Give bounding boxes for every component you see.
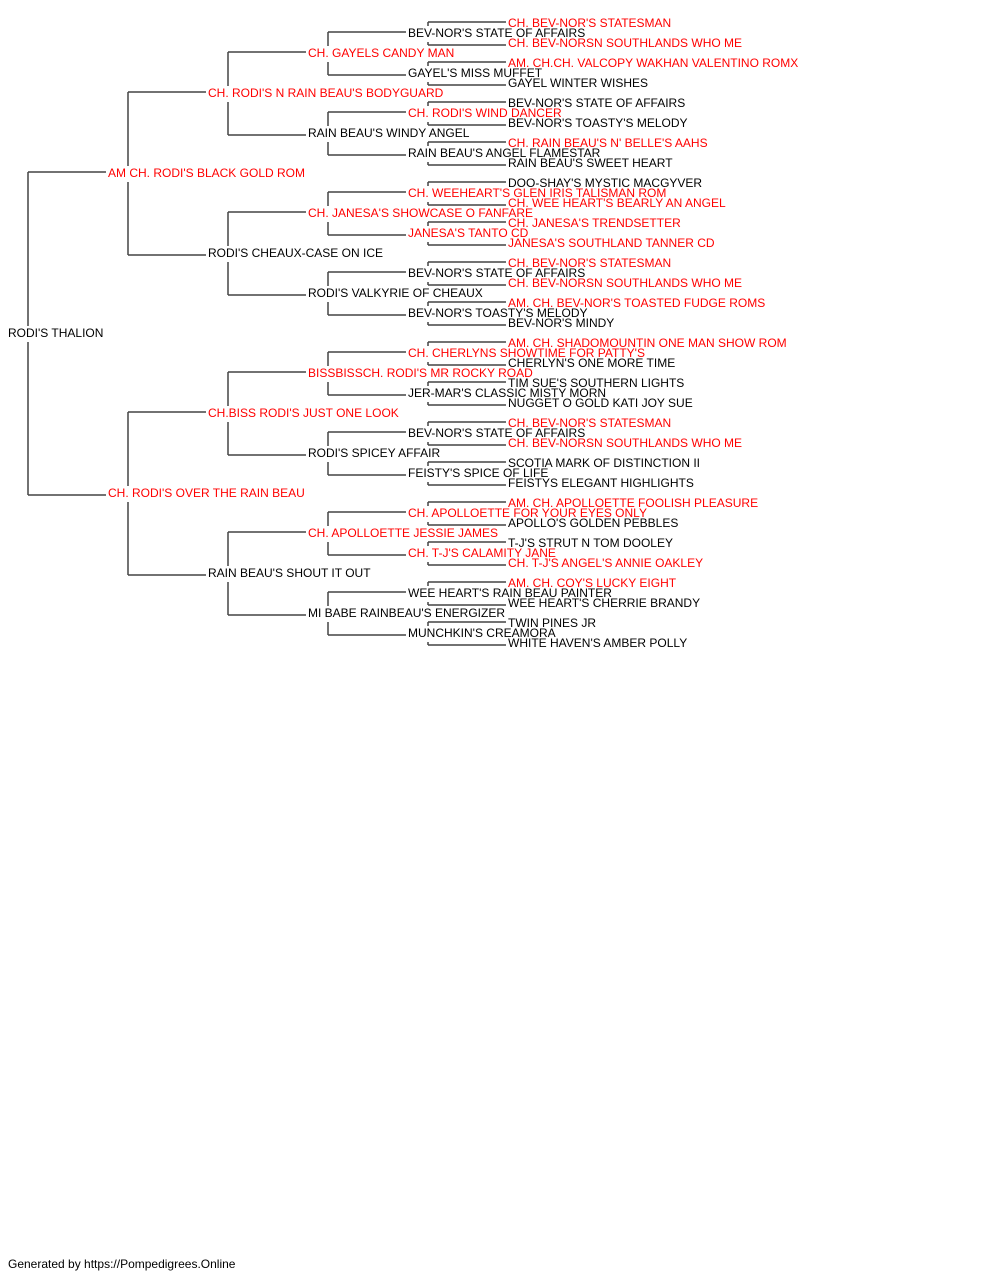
ancestor-name-gen5: CH. BEV-NORSN SOUTHLANDS WHO ME <box>508 276 742 290</box>
ancestor-name-gen3: MI BABE RAINBEAU'S ENERGIZER <box>308 606 505 620</box>
ancestor-name-gen5: CH. T-J'S ANGEL'S ANNIE OAKLEY <box>508 556 703 570</box>
ancestor-name-gen5: CH. JANESA'S TRENDSETTER <box>508 216 681 230</box>
ancestor-name-gen5: TWIN PINES JR <box>508 616 596 630</box>
ancestor-name-gen3: CH. APOLLOETTE JESSIE JAMES <box>308 526 498 540</box>
ancestor-name-gen5: AM. CH. BEV-NOR'S TOASTED FUDGE ROMS <box>508 296 765 310</box>
ancestor-name-gen5: AM. CH. SHADOMOUNTIN ONE MAN SHOW ROM <box>508 336 787 350</box>
ancestor-name-gen5: JANESA'S SOUTHLAND TANNER CD <box>508 236 715 250</box>
ancestor-name-gen4: WEE HEART'S RAIN BEAU PAINTER <box>408 586 612 600</box>
ancestor-name-gen2: CH. RODI'S N RAIN BEAU'S BODYGUARD <box>208 86 444 100</box>
ancestor-name-gen4: FEISTY'S SPICE OF LIFE <box>408 466 548 480</box>
ancestor-name-gen4: CH. RODI'S WIND DANCER <box>408 106 562 120</box>
ancestor-name-gen4: GAYEL'S MISS MUFFET <box>408 66 543 80</box>
pedigree-connectors <box>27 21 506 646</box>
pedigree-labels: RODI'S THALION AM CH. RODI'S BLACK GOLD R… <box>8 16 798 650</box>
ancestor-name-gen4: RAIN BEAU'S ANGEL FLAMESTAR <box>408 146 601 160</box>
ancestor-name-gen5: CH. BEV-NOR'S STATESMAN <box>508 416 671 430</box>
ancestor-name-gen3: RODI'S VALKYRIE OF CHEAUX <box>308 286 483 300</box>
ancestor-name-gen5: AM. CH.CH. VALCOPY WAKHAN VALENTINO ROMX <box>508 56 798 70</box>
ancestor-name-gen2: CH.BISS RODI'S JUST ONE LOOK <box>208 406 399 420</box>
ancestor-name-gen4: JANESA'S TANTO CD <box>408 226 529 240</box>
ancestor-name-gen4: BEV-NOR'S TOASTY'S MELODY <box>408 306 588 320</box>
ancestor-name-gen5: BEV-NOR'S TOASTY'S MELODY <box>508 116 688 130</box>
ancestor-name-gen5: NUGGET O GOLD KATI JOY SUE <box>508 396 693 410</box>
ancestor-name-gen3: RAIN BEAU'S WINDY ANGEL <box>308 126 470 140</box>
ancestor-name-gen4: CH. APOLLOETTE FOR YOUR EYES ONLY <box>408 506 647 520</box>
ancestor-name-gen2: RAIN BEAU'S SHOUT IT OUT <box>208 566 371 580</box>
ancestor-name-gen5: DOO-SHAY'S MYSTIC MACGYVER <box>508 176 702 190</box>
ancestor-name-gen5: AM. CH. APOLLOETTE FOOLISH PLEASURE <box>508 496 758 510</box>
ancestor-name-gen5: CH. RAIN BEAU'S N' BELLE'S AAHS <box>508 136 708 150</box>
generated-by-footer: Generated by https://Pompedigrees.Online <box>8 1257 236 1271</box>
ancestor-name-gen4: CH. CHERLYNS SHOWTIME FOR PATTY'S <box>408 346 645 360</box>
ancestor-name-gen5: WEE HEART'S CHERRIE BRANDY <box>508 596 700 610</box>
ancestor-name-gen5: AM. CH. COY'S LUCKY EIGHT <box>508 576 677 590</box>
ancestor-name-gen5: T-J'S STRUT N TOM DOOLEY <box>508 536 673 550</box>
ancestor-name-gen4: CH. T-J'S CALAMITY JANE <box>408 546 556 560</box>
ancestor-name-gen3: BISSBISSCH. RODI'S MR ROCKY ROAD <box>308 366 533 380</box>
ancestor-name-gen4: MUNCHKIN'S CREAMORA <box>408 626 556 640</box>
ancestor-name-gen5: BEV-NOR'S STATE OF AFFAIRS <box>508 96 685 110</box>
subject-dog-name: RODI'S THALION <box>8 326 103 340</box>
ancestor-name-gen4: CH. WEEHEART'S GLEN IRIS TALISMAN ROM <box>408 186 666 200</box>
ancestor-name-gen5: RAIN BEAU'S SWEET HEART <box>508 156 673 170</box>
ancestor-name-gen5: GAYEL WINTER WISHES <box>508 76 648 90</box>
ancestor-name-gen5: FEISTYS ELEGANT HIGHLIGHTS <box>508 476 694 490</box>
ancestor-name-gen5: CH. WEE HEART'S BEARLY AN ANGEL <box>508 196 726 210</box>
ancestor-name-gen5: CHERLYN'S ONE MORE TIME <box>508 356 675 370</box>
ancestor-name-gen4: BEV-NOR'S STATE OF AFFAIRS <box>408 26 585 40</box>
ancestor-name-gen1: AM CH. RODI'S BLACK GOLD ROM <box>108 166 305 180</box>
ancestor-name-gen3: RODI'S SPICEY AFFAIR <box>308 446 440 460</box>
ancestor-name-gen4: JER-MAR'S CLASSIC MISTY MORN <box>408 386 606 400</box>
ancestor-name-gen5: CH. BEV-NOR'S STATESMAN <box>508 256 671 270</box>
ancestor-name-gen5: CH. BEV-NORSN SOUTHLANDS WHO ME <box>508 36 742 50</box>
ancestor-name-gen2: RODI'S CHEAUX-CASE ON ICE <box>208 246 383 260</box>
ancestor-name-gen3: CH. JANESA'S SHOWCASE O FANFARE <box>308 206 533 220</box>
ancestor-name-gen1: CH. RODI'S OVER THE RAIN BEAU <box>108 486 305 500</box>
ancestor-name-gen5: TIM SUE'S SOUTHERN LIGHTS <box>508 376 684 390</box>
ancestor-name-gen5: WHITE HAVEN'S AMBER POLLY <box>508 636 687 650</box>
ancestor-name-gen5: CH. BEV-NORSN SOUTHLANDS WHO ME <box>508 436 742 450</box>
ancestor-name-gen4: BEV-NOR'S STATE OF AFFAIRS <box>408 426 585 440</box>
ancestor-name-gen5: CH. BEV-NOR'S STATESMAN <box>508 16 671 30</box>
ancestor-name-gen5: APOLLO'S GOLDEN PEBBLES <box>508 516 678 530</box>
ancestor-name-gen4: BEV-NOR'S STATE OF AFFAIRS <box>408 266 585 280</box>
ancestor-name-gen5: SCOTIA MARK OF DISTINCTION II <box>508 456 700 470</box>
ancestor-name-gen3: CH. GAYELS CANDY MAN <box>308 46 454 60</box>
ancestor-name-gen5: BEV-NOR'S MINDY <box>508 316 614 330</box>
